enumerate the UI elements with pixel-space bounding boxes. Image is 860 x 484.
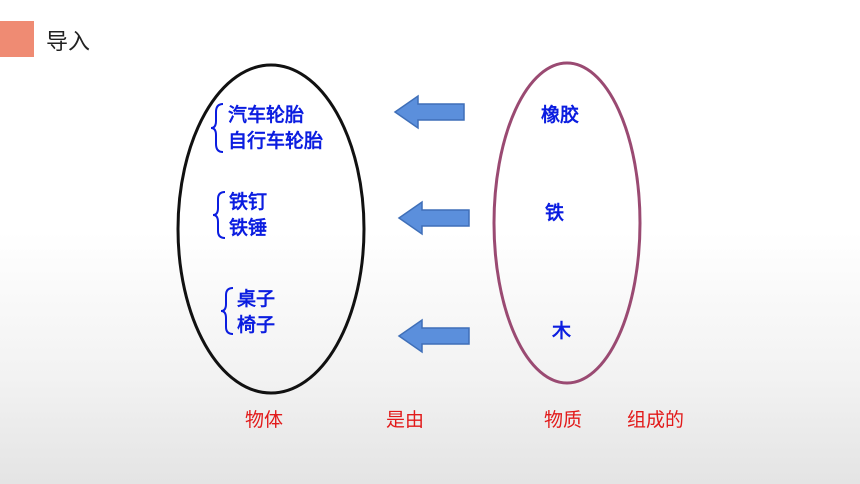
materials-ellipse (492, 61, 642, 385)
title-accent-bar (0, 21, 34, 57)
brace-iron (212, 191, 226, 239)
arrow-rubber-to-tires (393, 94, 465, 130)
object-iron-hammer: 铁锤 (229, 217, 268, 239)
object-bicycle-tire: 自行车轮胎 (228, 130, 324, 152)
objects-ellipse (176, 63, 366, 395)
material-iron: 铁 (545, 202, 565, 224)
sentence-composed: 组成的 (627, 409, 685, 431)
object-car-tire: 汽车轮胎 (228, 104, 305, 126)
brace-rubber (210, 103, 224, 153)
arrow-iron-to-tools (397, 200, 470, 236)
page-title: 导入 (46, 30, 91, 55)
material-rubber: 橡胶 (541, 104, 580, 126)
object-table: 桌子 (237, 288, 276, 310)
sentence-substance: 物质 (544, 409, 583, 431)
object-chair: 椅子 (237, 314, 276, 336)
sentence-made-of: 是由 (386, 409, 425, 431)
brace-wood (220, 287, 234, 335)
arrow-wood-to-furniture (397, 318, 470, 354)
sentence-objects: 物体 (245, 409, 284, 431)
object-iron-nail: 铁钉 (229, 191, 268, 213)
material-wood: 木 (552, 320, 572, 342)
